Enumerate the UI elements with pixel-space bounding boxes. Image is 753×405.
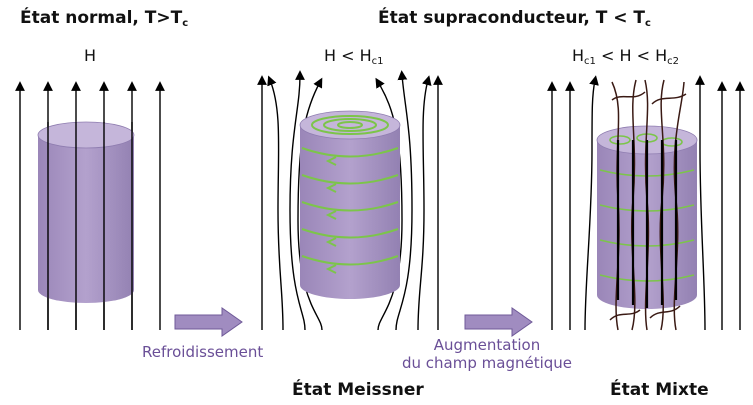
normal-heading-sub: c: [182, 18, 189, 29]
right-block-arrow-icon: [174, 307, 243, 337]
supra-heading-sub: c: [645, 18, 651, 29]
normal-heading-text: État normal, T>T: [20, 8, 183, 28]
mixed-condition-h2-sub: c2: [667, 56, 679, 67]
mixed-condition-h1-sub: c1: [584, 56, 596, 67]
mixed-state-panel: [547, 75, 745, 331]
meissner-field-condition: H < Hc1: [324, 46, 384, 67]
supra-heading-text: État supraconducteur, T < T: [378, 8, 646, 28]
meissner-field-lines: [257, 70, 443, 331]
superconducting-heading: État supraconducteur, T < Tc: [378, 8, 651, 29]
normal-state-panel: [15, 81, 165, 330]
normal-state-heading: État normal, T>Tc: [20, 8, 188, 29]
mixed-condition-mid: < H < H: [595, 46, 668, 65]
meissner-panel: [257, 70, 443, 331]
mixed-vortex-cores: [616, 140, 678, 308]
mixed-field-condition: Hc1 < H < Hc2: [572, 46, 679, 67]
field-increase-line1: Augmentation: [433, 336, 541, 354]
field-increase-line2: du champ magnétique: [402, 354, 573, 372]
mixed-state-name: État Mixte: [610, 380, 709, 400]
meissner-condition-text: H < H: [324, 46, 372, 65]
meissner-current-loops: [301, 115, 399, 274]
meissner-condition-sub: c1: [371, 56, 384, 67]
field-increase-label: Augmentation du champ magnétique: [402, 336, 572, 372]
mixed-field-lines: [547, 75, 745, 331]
meissner-state-name: État Meissner: [292, 380, 424, 400]
normal-field-label: H: [84, 46, 97, 65]
normal-cylinder: [37, 121, 135, 303]
right-block-arrow-icon: [464, 307, 533, 337]
cooling-label: Refroidissement: [142, 343, 264, 361]
mixed-condition-h1: H: [572, 46, 585, 65]
normal-field-lines-front: [47, 122, 133, 330]
